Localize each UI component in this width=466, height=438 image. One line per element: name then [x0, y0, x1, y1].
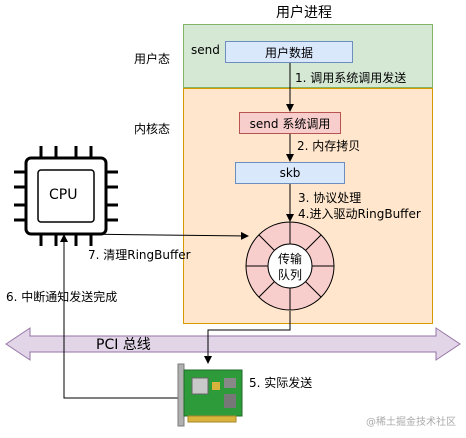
- arrow-step-6: [60, 234, 178, 399]
- kernel-mode-label: 内核态: [134, 122, 171, 136]
- arrow-queue-to-nic: [204, 311, 291, 364]
- step-6-label: 6. 中断通知发送完成: [6, 290, 118, 304]
- syscall-box-label: send 系统调用: [249, 116, 331, 131]
- step-3-label: 3. 协议处理: [298, 191, 362, 205]
- step-1-label: 1. 调用系统调用发送: [295, 71, 407, 85]
- ring-buffer-queue: [245, 221, 335, 311]
- queue-label-line1: 传输: [278, 252, 303, 266]
- send-label: send: [191, 43, 220, 57]
- user-data-box: 用户数据: [225, 41, 353, 63]
- pci-bus-label: PCI 总线: [96, 337, 151, 353]
- skb-box: skb: [235, 162, 345, 184]
- syscall-box: send 系统调用: [239, 112, 341, 134]
- step-2-label: 2. 内存拷贝: [297, 139, 361, 153]
- user-mode-label: 用户态: [134, 52, 171, 66]
- step-5-label: 5. 实际发送: [249, 376, 313, 390]
- user-data-label: 用户数据: [264, 45, 313, 60]
- cpu-chip-icon: [14, 146, 118, 246]
- pci-bus-arrow: [5, 327, 461, 361]
- process-title: 用户进程: [276, 5, 332, 21]
- step-4-label: 4.进入驱动RingBuffer: [298, 207, 421, 221]
- step-7-label: 7. 清理RingBuffer: [88, 248, 191, 262]
- arrow-step-7: [77, 231, 249, 240]
- watermark: @稀土掘金技术社区: [366, 417, 456, 428]
- skb-label: skb: [279, 166, 301, 180]
- network-card-icon: [177, 363, 243, 427]
- queue-label-line2: 队列: [278, 268, 303, 282]
- cpu-label: CPU: [49, 187, 78, 203]
